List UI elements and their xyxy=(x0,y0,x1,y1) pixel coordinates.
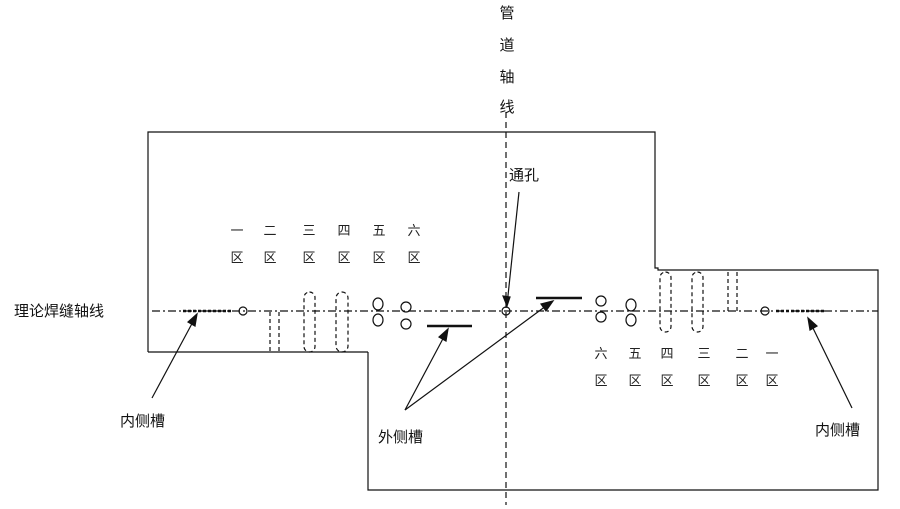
through-hole-label: 通孔 xyxy=(509,166,540,184)
zone-left-5-num: 五 xyxy=(372,224,386,239)
zone-right-4-word: 区 xyxy=(660,374,674,389)
zone-right-3: 三 区 xyxy=(696,348,712,388)
inner-groove-left-leader xyxy=(151,317,196,399)
through-hole-mark xyxy=(501,306,511,316)
zone-right-1-num: 一 xyxy=(765,347,779,362)
zone-right-6-num: 六 xyxy=(594,347,608,362)
zone-right-5: 五 区 xyxy=(627,348,643,388)
zone-left-4: 四 区 xyxy=(336,225,352,265)
zone6-right-hole-a xyxy=(595,295,607,307)
outer-groove-arrowhead-left xyxy=(437,327,449,342)
zone-right-6-word: 区 xyxy=(594,374,608,389)
inner-groove-left-label: 内侧槽 xyxy=(120,412,166,430)
inner-groove-right-leader xyxy=(809,321,853,409)
zone-right-2: 二 区 xyxy=(734,348,750,388)
zone-left-2-word: 区 xyxy=(263,251,277,266)
zone-left-3-num: 三 xyxy=(302,224,316,239)
outer-groove-leader-right xyxy=(404,302,551,411)
zone-right-5-num: 五 xyxy=(628,347,642,362)
pipe-axis-char-1: 管 xyxy=(499,4,515,22)
zone6-left-hole-a xyxy=(400,301,412,313)
zone-left-5: 五 区 xyxy=(371,225,387,265)
zone6-left-hole-b xyxy=(400,318,412,330)
inner-groove-left-arrowhead xyxy=(186,312,198,327)
zone-left-6-word: 区 xyxy=(407,251,421,266)
zone-left-4-num: 四 xyxy=(337,224,351,239)
zone-right-5-word: 区 xyxy=(628,374,642,389)
zone6-right-hole-b xyxy=(595,311,607,323)
zone-right-2-num: 二 xyxy=(735,347,749,362)
through-hole-leader xyxy=(506,191,520,306)
zone-right-3-word: 区 xyxy=(697,374,711,389)
zone5-right-hole-b xyxy=(625,313,637,327)
zone5-left-hole-b xyxy=(372,313,384,327)
zone4-left-slot xyxy=(335,291,349,353)
zone-right-4: 四 区 xyxy=(659,348,675,388)
lower-plate-outline xyxy=(367,312,879,491)
outer-groove-label: 外侧槽 xyxy=(378,428,424,446)
zone-left-1: 一 区 xyxy=(229,225,245,265)
outer-groove-leader-left xyxy=(404,332,447,411)
zone-left-4-word: 区 xyxy=(337,251,351,266)
pipe-axis-char-3: 轴 xyxy=(499,68,515,86)
zone-right-1: 一 区 xyxy=(764,348,780,388)
inner-groove-right-arrowhead xyxy=(807,316,819,331)
zone3-left-slot xyxy=(303,291,316,353)
weld-axis-label: 理论焊缝轴线 xyxy=(14,302,105,320)
outer-groove-arrowhead-right xyxy=(539,300,555,313)
zone-left-3: 三 区 xyxy=(301,225,317,265)
zone1-right-hole xyxy=(760,306,770,316)
zone-left-6-num: 六 xyxy=(407,224,421,239)
zone-right-4-num: 四 xyxy=(660,347,674,362)
inner-groove-right-label: 内侧槽 xyxy=(815,421,861,439)
through-hole-arrowhead xyxy=(502,295,511,308)
zone5-right-hole-a xyxy=(625,298,637,312)
zone-left-1-word: 区 xyxy=(230,251,244,266)
zone-left-2: 二 区 xyxy=(262,225,278,265)
upper-plate-outline xyxy=(147,131,879,352)
zone-right-6: 六 区 xyxy=(593,348,609,388)
zone-left-6: 六 区 xyxy=(406,225,422,265)
zone3-right-slot xyxy=(691,271,704,333)
zone4-right-slot xyxy=(659,271,672,333)
zone-left-5-word: 区 xyxy=(372,251,386,266)
pipe-axis-char-2: 道 xyxy=(499,36,515,54)
zone5-left-hole-a xyxy=(372,297,384,311)
zone1-left-hole xyxy=(238,306,248,316)
zone-left-3-word: 区 xyxy=(302,251,316,266)
zone-right-2-word: 区 xyxy=(735,374,749,389)
pipe-axis-char-4: 线 xyxy=(499,98,515,116)
zone-left-1-num: 一 xyxy=(230,224,244,239)
zone-right-1-word: 区 xyxy=(765,374,779,389)
zone-left-2-num: 二 xyxy=(263,224,277,239)
zone-right-3-num: 三 xyxy=(697,347,711,362)
